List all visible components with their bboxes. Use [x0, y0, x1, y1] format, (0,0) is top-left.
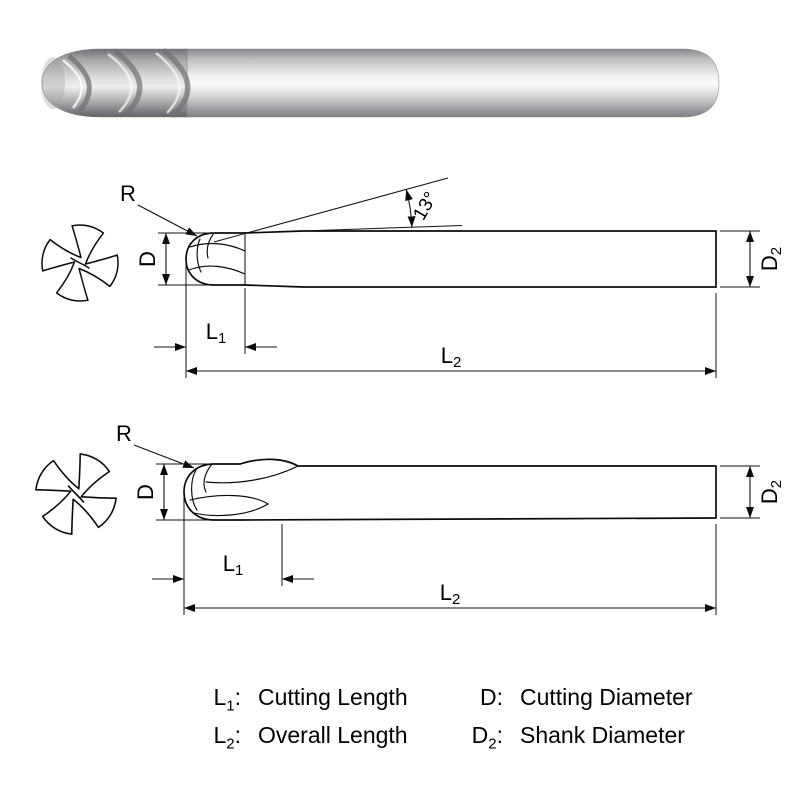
- legend-term: D:: [479, 684, 503, 710]
- legend-item-l1: L1: Cutting Length: [197, 684, 459, 715]
- legend-item-d: D: Cutting Diameter: [459, 684, 693, 715]
- overall-length-label: L2: [440, 580, 461, 608]
- overall-length-dimension: L2: [184, 524, 717, 615]
- legend-desc: Shank Diameter: [520, 721, 685, 748]
- radius-label: R: [120, 181, 136, 206]
- shank-diameter-dimension: D2: [720, 230, 785, 288]
- shank-diameter-label: D2: [757, 247, 785, 271]
- flute-photo: [41, 47, 191, 118]
- flute-edges: [188, 232, 246, 275]
- cutting-length-label: L1: [206, 319, 227, 347]
- legend-term: L1:: [213, 684, 241, 715]
- shank-diameter-label: D2: [757, 480, 785, 504]
- overall-length-dimension: L2: [186, 293, 717, 378]
- end-mill-photo: [41, 47, 720, 118]
- legend-item-d2: D2: Shank Diameter: [459, 722, 693, 753]
- cutting-diameter-dimension: D: [133, 463, 210, 521]
- radius-dimension: R: [120, 181, 198, 237]
- legend-desc: Cutting Length: [258, 684, 408, 710]
- shank-photo: [184, 48, 720, 118]
- dimension-diagrams: 13° R D L1: [24, 177, 785, 615]
- radius-label: R: [116, 421, 132, 446]
- radius-dimension: R: [116, 421, 195, 469]
- cutting-diameter-dimension: D: [135, 232, 211, 286]
- taper-angle-label: 13°: [409, 189, 442, 224]
- overall-length-label: L2: [441, 343, 462, 371]
- tool-profile: [185, 230, 717, 288]
- legend-desc: Cutting Diameter: [520, 684, 693, 710]
- cutting-diameter-label: D: [135, 251, 160, 267]
- legend: L1: Cutting Length D: Cutting Diameter L…: [197, 684, 693, 753]
- tool-profile: [183, 458, 717, 521]
- flute-end-view-icon: [24, 442, 128, 546]
- cutting-length-dimension: L1: [152, 497, 314, 615]
- flute-edges: [189, 463, 299, 517]
- diagram-standard-ball-nose: R D L1 L2: [24, 421, 785, 615]
- cutting-diameter-label: D: [133, 484, 158, 500]
- legend-desc: Overall Length: [258, 721, 408, 748]
- cutting-length-dimension: L1: [154, 264, 277, 378]
- diagram-tapered-ball-nose: 13° R D L1: [41, 177, 785, 378]
- shank-diameter-dimension: D2: [720, 465, 785, 519]
- cutting-length-label: L1: [223, 551, 244, 579]
- legend-term: L2:: [213, 721, 241, 753]
- legend-term: D2:: [471, 721, 503, 753]
- flute-end-view-icon: [41, 224, 119, 302]
- legend-item-l2: L2: Overall Length: [197, 722, 459, 753]
